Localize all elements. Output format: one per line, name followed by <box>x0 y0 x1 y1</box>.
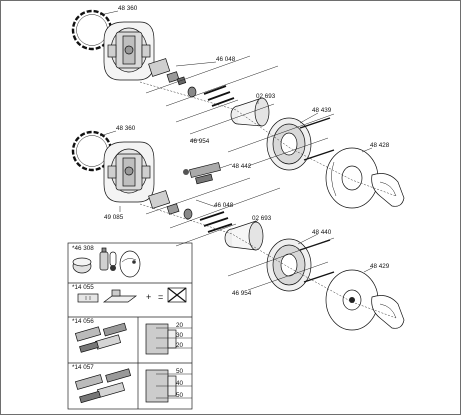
label-panel-46308: *46 308 <box>72 245 94 252</box>
lever-handle-lower <box>371 295 405 329</box>
label-panel-14056: *14 056 <box>72 318 94 325</box>
install-depth-diagram-14057: 50 40 50 <box>145 368 192 403</box>
rosette-lower <box>325 269 379 331</box>
label-upper-48360: 48 360 <box>118 5 138 12</box>
label-upper-46048: 46 048 <box>216 56 236 63</box>
screws-upper <box>203 85 235 107</box>
upper-assembly: 48 360 46 048 <box>71 5 405 209</box>
label-lower-48360: 48 360 <box>116 125 136 132</box>
valve-body-upper <box>103 21 155 81</box>
dim-14057-c: 50 <box>176 392 184 399</box>
label-lower-48429: 48 429 <box>370 263 390 270</box>
dim-14057-a: 50 <box>176 368 184 375</box>
dim-14056-b: 30 <box>176 332 184 339</box>
label-lower-02693: 02 693 <box>252 215 272 222</box>
extension-set-14056 <box>74 322 127 353</box>
axis-upper <box>139 81 397 197</box>
label-panel-14057: *14 057 <box>72 364 94 371</box>
sleeve-upper <box>230 97 270 127</box>
label-upper-48439: 48 439 <box>312 107 332 114</box>
dim-14056-c: 20 <box>176 342 184 349</box>
install-depth-diagram-14056: 20 30 20 <box>145 322 192 355</box>
dim-14056-a: 20 <box>176 322 184 329</box>
equals-sign: = <box>158 292 163 302</box>
sleeve-lower <box>224 220 264 251</box>
axis-lower <box>139 203 397 319</box>
label-lower-46954: 46 954 <box>232 290 252 297</box>
label-lower-46048: 46 048 <box>214 202 234 209</box>
lower-assembly: 48 360 48 442 49 085 46 048 <box>71 125 405 331</box>
grease-tube-icon <box>72 247 109 274</box>
screws-lower <box>199 211 233 233</box>
label-upper-02693: 02 693 <box>256 93 276 100</box>
service-panel: *46 308 *14 055 + = <box>67 242 193 410</box>
label-lower-48442: 48 442 <box>232 163 252 170</box>
label-lower-49085: 49 085 <box>104 214 124 221</box>
finger-pointing-icon <box>119 250 141 278</box>
cartridge-upper <box>148 58 187 86</box>
thermostat-icon <box>109 251 117 271</box>
valve-body-lower <box>103 141 155 203</box>
diverter-cartridge-lower <box>183 162 221 185</box>
plus-sign: + <box>146 292 151 302</box>
extension-set-14057 <box>74 368 132 404</box>
tool-kit-icon <box>77 289 138 303</box>
dim-14057-b: 40 <box>176 380 184 387</box>
escutcheon-plate-lower <box>266 238 312 292</box>
label-panel-14055: *14 055 <box>72 284 94 291</box>
rosette-upper <box>325 147 379 209</box>
cartridge-lower <box>148 190 193 220</box>
label-upper-46954: 46 954 <box>190 138 210 145</box>
screws-plate-upper <box>299 117 335 161</box>
escutcheon-plate-upper <box>266 117 312 171</box>
label-upper-48428: 48 428 <box>370 142 390 149</box>
no-solvent-icon <box>167 287 187 303</box>
label-lower-48440: 48 440 <box>312 229 332 236</box>
lever-handle-upper <box>371 173 405 207</box>
